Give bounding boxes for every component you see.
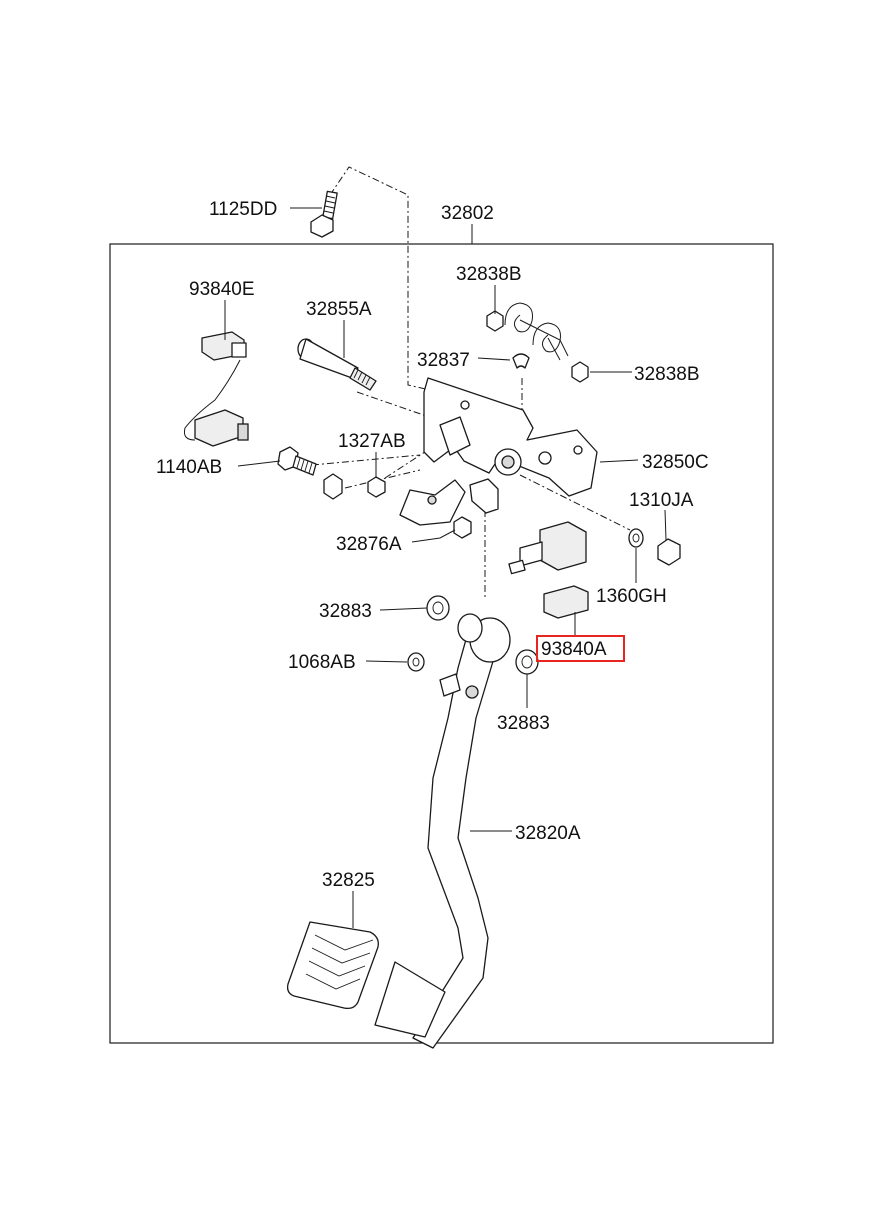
label-32876A[interactable]: 32876A — [336, 534, 402, 555]
label-32883-left[interactable]: 32883 — [319, 601, 372, 622]
return-spring-icon — [486, 302, 589, 383]
pedal-pad-32825-icon — [286, 921, 379, 1010]
label-1310JA[interactable]: 1310JA — [629, 490, 694, 511]
nut-1327AB-icon — [367, 476, 386, 498]
label-1360GH[interactable]: 1360GH — [596, 586, 667, 607]
leader-32850C — [599, 459, 639, 463]
mount-line-1327 — [384, 449, 429, 479]
leader-1140AB — [237, 460, 281, 467]
label-93840E[interactable]: 93840E — [189, 279, 255, 300]
mount-line-bolt-1140 — [311, 454, 421, 466]
nut-32876A-icon — [453, 516, 472, 539]
pedal-bracket-32850C-icon — [399, 377, 598, 526]
label-32802[interactable]: 32802 — [441, 203, 494, 224]
label-32850C[interactable]: 32850C — [642, 452, 709, 473]
bushing-32883-left-icon — [426, 595, 450, 621]
leader-32876A — [411, 529, 456, 543]
highlight-box-93840A — [536, 635, 625, 662]
label-32820A[interactable]: 32820A — [515, 823, 581, 844]
pedal-arm-32820A-icon — [374, 613, 511, 1049]
bolt-1125DD-icon — [310, 190, 338, 238]
leader-32883-left — [379, 607, 428, 611]
assembly-frame — [109, 243, 774, 1044]
label-1068AB[interactable]: 1068AB — [288, 652, 356, 673]
mount-line-nut — [344, 469, 421, 489]
bolt-1140AB-icon — [277, 446, 317, 476]
label-32855A[interactable]: 32855A — [306, 299, 372, 320]
mount-line-washer — [519, 474, 631, 531]
bushing-32883-bottom-icon — [515, 649, 539, 675]
label-32838B-top[interactable]: 32838B — [456, 264, 522, 285]
sensor-93840E-icon — [184, 331, 249, 447]
label-32837[interactable]: 32837 — [417, 350, 470, 371]
switch-93840A-icon — [508, 521, 589, 619]
label-1125DD[interactable]: 1125DD — [209, 199, 277, 220]
label-32838B-right[interactable]: 32838B — [634, 364, 700, 385]
label-32825[interactable]: 32825 — [322, 870, 375, 891]
leader-1068AB — [365, 660, 408, 663]
washer-1360GH-icon — [628, 528, 644, 548]
washer-1068AB-icon — [407, 652, 425, 672]
label-32883-bottom[interactable]: 32883 — [497, 713, 550, 734]
label-1140AB[interactable]: 1140AB — [156, 457, 222, 478]
label-1327AB[interactable]: 1327AB — [338, 431, 406, 452]
nut-flange-icon — [323, 473, 343, 500]
label-93840A[interactable]: 93840A — [541, 639, 607, 660]
leader-1310JA — [664, 509, 667, 541]
mount-line-bolt — [329, 166, 431, 391]
pin-32855A-icon — [297, 338, 377, 391]
nut-1310JA-icon — [657, 538, 681, 566]
leader-32837 — [477, 357, 511, 361]
